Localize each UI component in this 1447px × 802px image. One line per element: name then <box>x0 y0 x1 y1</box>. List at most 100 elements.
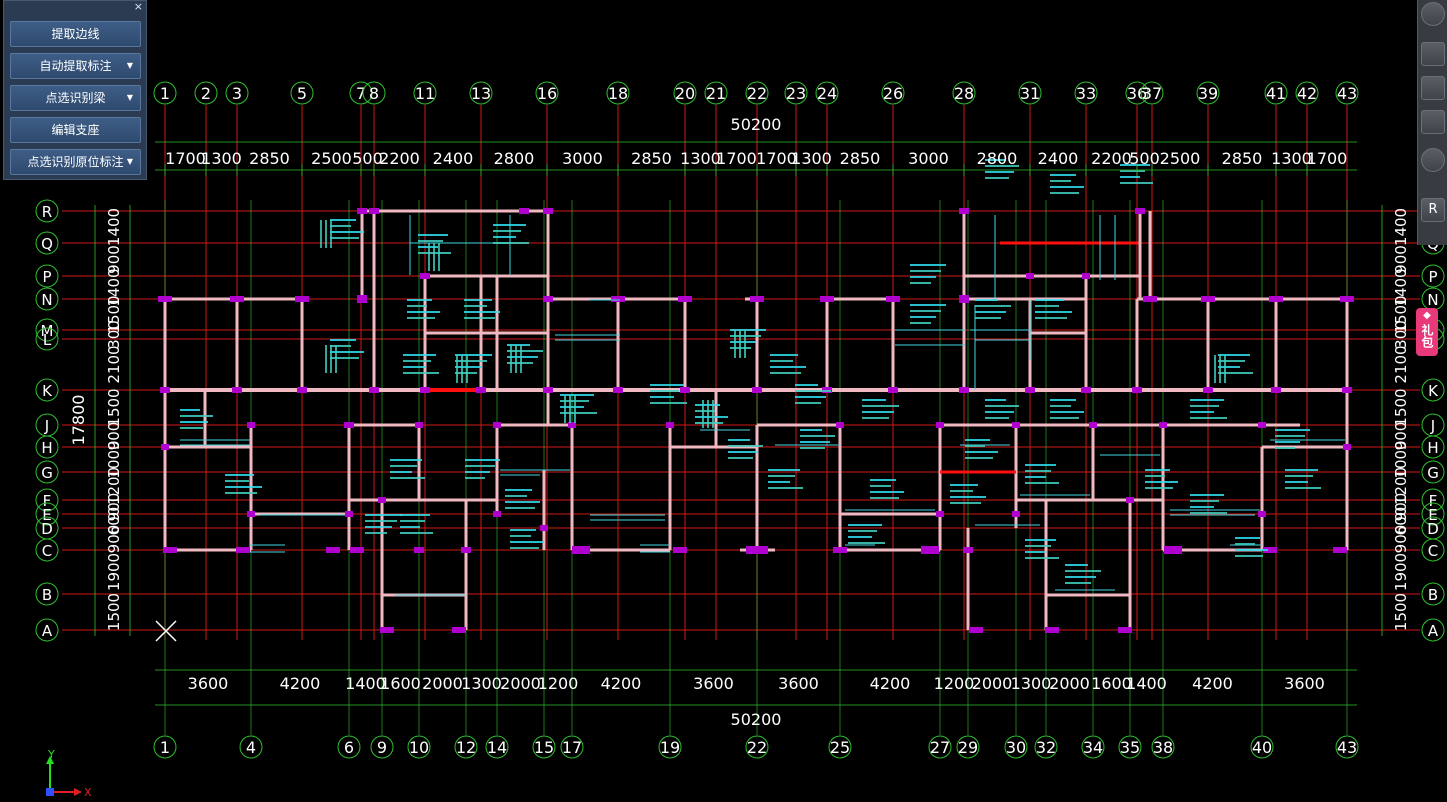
column[interactable] <box>160 387 170 393</box>
column[interactable] <box>247 511 255 517</box>
column[interactable] <box>611 296 625 302</box>
column[interactable] <box>1159 422 1167 428</box>
column[interactable] <box>888 387 898 393</box>
column[interactable] <box>543 208 553 214</box>
column[interactable] <box>678 296 692 302</box>
column[interactable] <box>232 387 242 393</box>
column[interactable] <box>963 547 973 553</box>
box-view-icon[interactable] <box>1421 110 1445 134</box>
column[interactable] <box>1201 296 1215 302</box>
column[interactable] <box>568 422 576 428</box>
column[interactable] <box>1045 627 1059 633</box>
column[interactable] <box>1081 387 1091 393</box>
column[interactable] <box>959 208 969 214</box>
column[interactable] <box>163 547 177 553</box>
column[interactable] <box>936 511 944 517</box>
column[interactable] <box>230 296 244 302</box>
column[interactable] <box>493 511 501 517</box>
column[interactable] <box>969 627 983 633</box>
column[interactable] <box>345 511 353 517</box>
top-view-icon[interactable] <box>1421 76 1445 100</box>
column[interactable] <box>959 387 969 393</box>
edit-support-button[interactable]: 编辑支座 <box>10 117 141 143</box>
column[interactable] <box>519 208 529 214</box>
column[interactable] <box>1126 497 1134 503</box>
column[interactable] <box>1263 547 1277 553</box>
column[interactable] <box>1143 296 1157 302</box>
column[interactable] <box>959 295 969 303</box>
column[interactable] <box>833 547 847 553</box>
column[interactable] <box>1164 546 1182 554</box>
column[interactable] <box>540 525 548 531</box>
pick-identify-inplace-annotation-button[interactable]: 点选识别原位标注▼ <box>10 149 141 175</box>
column[interactable] <box>572 546 590 554</box>
column[interactable] <box>673 547 687 553</box>
close-icon[interactable]: × <box>133 0 143 13</box>
column[interactable] <box>1343 444 1351 450</box>
chevron-down-icon[interactable]: ▼ <box>126 157 133 166</box>
pick-identify-beam-button[interactable]: 点选识别梁▼ <box>10 85 141 111</box>
column[interactable] <box>936 422 944 428</box>
column[interactable] <box>1025 387 1035 393</box>
column[interactable] <box>357 295 367 303</box>
column[interactable] <box>161 444 169 450</box>
column[interactable] <box>414 547 424 553</box>
auto-extract-annotation-button[interactable]: 自动提取标注▼ <box>10 53 141 79</box>
column[interactable] <box>1012 511 1020 517</box>
column[interactable] <box>415 422 423 428</box>
column[interactable] <box>247 422 255 428</box>
column[interactable] <box>420 273 430 279</box>
column[interactable] <box>476 387 486 393</box>
column[interactable] <box>1271 387 1281 393</box>
column[interactable] <box>1269 296 1283 302</box>
column[interactable] <box>369 208 379 214</box>
column[interactable] <box>750 296 764 302</box>
column[interactable] <box>295 296 309 302</box>
column[interactable] <box>752 387 762 393</box>
chevron-down-icon[interactable]: ▼ <box>126 93 133 102</box>
column[interactable] <box>613 387 623 393</box>
column[interactable] <box>921 546 939 554</box>
orbit-icon[interactable] <box>1421 2 1445 26</box>
column[interactable] <box>380 627 394 633</box>
column[interactable] <box>1333 547 1347 553</box>
column[interactable] <box>1026 273 1034 279</box>
column[interactable] <box>158 296 172 302</box>
column[interactable] <box>1258 422 1266 428</box>
column[interactable] <box>420 387 430 393</box>
column[interactable] <box>1082 273 1090 279</box>
3d-view-icon[interactable] <box>1421 42 1445 66</box>
column[interactable] <box>493 422 501 428</box>
column[interactable] <box>1118 627 1132 633</box>
column[interactable] <box>1012 422 1020 428</box>
view-reset-button[interactable]: R <box>1421 198 1445 222</box>
column[interactable] <box>746 546 768 554</box>
column[interactable] <box>543 387 553 393</box>
rotate-icon[interactable] <box>1421 148 1445 172</box>
column[interactable] <box>357 208 367 214</box>
column[interactable] <box>1340 296 1354 302</box>
column[interactable] <box>1135 208 1145 214</box>
column[interactable] <box>680 387 690 393</box>
column[interactable] <box>461 547 471 553</box>
column[interactable] <box>1132 387 1142 393</box>
column[interactable] <box>820 296 834 302</box>
column[interactable] <box>326 547 340 553</box>
column[interactable] <box>1089 422 1097 428</box>
column[interactable] <box>350 547 364 553</box>
column[interactable] <box>1342 387 1352 393</box>
column[interactable] <box>886 296 900 302</box>
column[interactable] <box>452 627 466 633</box>
column[interactable] <box>236 547 250 553</box>
column[interactable] <box>1203 387 1213 393</box>
column[interactable] <box>378 497 386 503</box>
extract-edge-button[interactable]: 提取边线 <box>10 21 141 47</box>
column[interactable] <box>1258 511 1266 517</box>
chevron-down-icon[interactable]: ▼ <box>126 61 133 70</box>
column[interactable] <box>297 387 307 393</box>
column[interactable] <box>369 387 379 393</box>
column[interactable] <box>344 422 354 428</box>
column[interactable] <box>836 422 844 428</box>
column[interactable] <box>543 296 553 302</box>
